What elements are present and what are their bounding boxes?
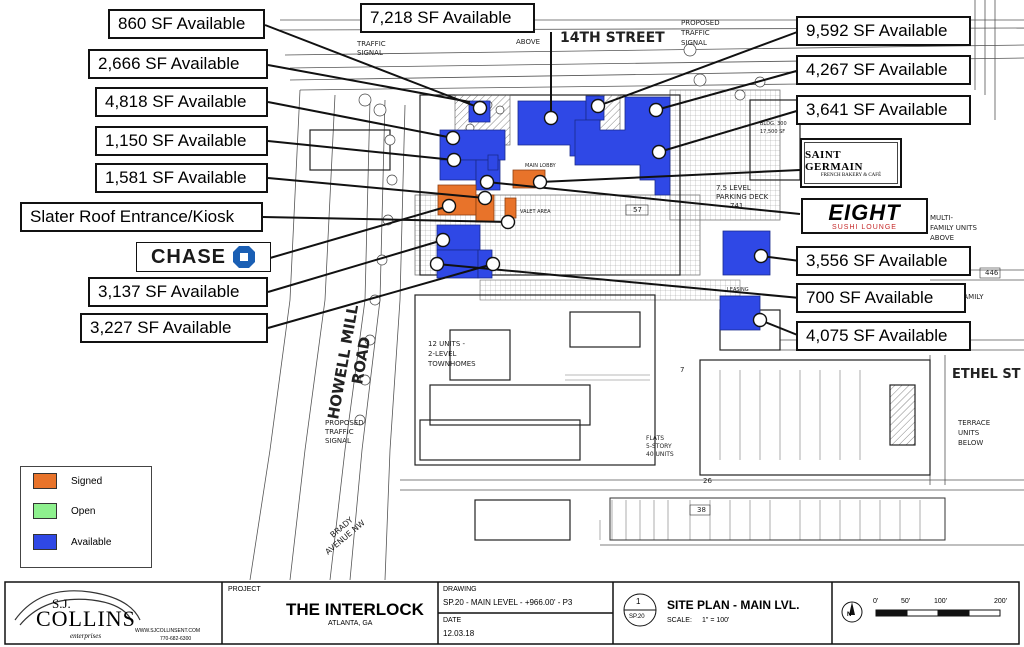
label-leasing: LEASING — [727, 287, 749, 293]
company-phone: 770-682-6300 — [160, 636, 192, 642]
svg-text:TRAFFIC: TRAFFIC — [324, 428, 354, 436]
svg-text:40 UNITS: 40 UNITS — [646, 451, 674, 458]
svg-text:PROPOSED: PROPOSED — [681, 19, 720, 27]
eight-logo-tagline: SUSHI LOUNGE — [832, 223, 897, 231]
company-name: COLLINS — [36, 606, 136, 631]
sheet-id: SP.20 — [629, 614, 645, 620]
label-family: FAMILY — [960, 293, 984, 301]
north-arrow-icon: N — [847, 612, 852, 618]
legend-open-swatch — [33, 503, 57, 519]
label-446: 446 — [985, 269, 999, 277]
saint-germain-name: SAINT GERMAIN — [805, 148, 863, 173]
sheet-number: 1 — [636, 597, 641, 606]
company-initials: S.J. — [52, 596, 71, 611]
svg-text:2-LEVEL: 2-LEVEL — [428, 350, 457, 358]
legend: Signed Open Available — [20, 466, 152, 568]
legend-available-label: Available — [71, 536, 112, 548]
callout-4818-sf: 4,818 SF Available — [95, 87, 268, 117]
callout-860-sf: 860 SF Available — [108, 9, 265, 39]
label-38: 38 — [697, 506, 706, 514]
legend-signed-label: Signed — [71, 475, 103, 487]
scale-bar-50: 50' — [901, 598, 911, 605]
svg-text:ABOVE: ABOVE — [930, 234, 954, 242]
svg-text:TERRACE: TERRACE — [957, 419, 990, 427]
callout-3641-sf: 3,641 SF Available — [796, 95, 971, 125]
label-57: 57 — [633, 206, 642, 214]
svg-text:SIGNAL: SIGNAL — [357, 49, 383, 57]
eight-sushi-logo: EIGHT SUSHI LOUNGE — [801, 198, 928, 234]
svg-text:BLDG. 300: BLDG. 300 — [760, 121, 787, 127]
callout-3227-sf: 3,227 SF Available — [80, 313, 268, 343]
date-value: 12.03.18 — [443, 629, 475, 638]
eight-logo-text: EIGHT — [828, 199, 901, 225]
scale-bar-200: 200' — [994, 598, 1008, 605]
legend-available-swatch — [33, 534, 57, 550]
legend-available: Available — [33, 534, 111, 550]
label-deck-741: 741 — [730, 202, 743, 210]
chase-logo-text: CHASE — [150, 245, 226, 268]
label-above: ABOVE — [516, 38, 540, 46]
svg-text:12 UNITS -: 12 UNITS - — [428, 340, 466, 348]
saint-germain-tagline: FRENCH BAKERY & CAFÉ — [820, 172, 882, 178]
legend-signed-swatch — [33, 473, 57, 489]
legend-open: Open — [33, 503, 95, 519]
svg-text:17,500 SF: 17,500 SF — [760, 129, 785, 135]
svg-text:FAMILY UNITS: FAMILY UNITS — [930, 224, 977, 232]
callout-2666-sf: 2,666 SF Available — [88, 49, 268, 79]
company-website: WWW.SJCOLLINSENT.COM — [135, 628, 201, 634]
label-7: 7 — [680, 366, 684, 374]
scale-bar-0: 0' — [873, 598, 879, 605]
svg-text:MULTI-: MULTI- — [930, 214, 953, 222]
callout-3556-sf: 3,556 SF Available — [796, 246, 971, 276]
project-city: ATLANTA, GA — [328, 620, 373, 627]
svg-text:SIGNAL: SIGNAL — [325, 437, 351, 445]
callout-7218-sf: 7,218 SF Available — [360, 3, 535, 33]
svg-text:5-STORY: 5-STORY — [646, 443, 672, 450]
svg-text:FLATS: FLATS — [646, 435, 664, 442]
svg-text:TRAFFIC: TRAFFIC — [680, 29, 710, 37]
drawing-value: SP.20 - MAIN LEVEL - +966.00' - P3 — [443, 598, 573, 607]
sheet-title: SITE PLAN - MAIN LVL. — [667, 598, 800, 612]
callout-4075-sf: 4,075 SF Available — [796, 321, 971, 351]
svg-text:TRAFFIC: TRAFFIC — [356, 40, 386, 48]
label-valet: VALET AREA — [520, 209, 551, 215]
legend-signed: Signed — [33, 473, 102, 489]
chase-octagon-icon — [233, 246, 255, 268]
svg-text:PROPOSED: PROPOSED — [325, 419, 364, 427]
project-label: PROJECT — [228, 586, 261, 593]
label-26: 26 — [703, 477, 712, 485]
svg-text:PARKING DECK: PARKING DECK — [716, 193, 769, 201]
scale-value: 1" = 100' — [702, 617, 730, 624]
callout-slater-roof-kiosk: Slater Roof Entrance/Kiosk — [20, 202, 263, 232]
label-ethel: ETHEL ST — [952, 367, 1021, 382]
legend-open-label: Open — [71, 505, 96, 517]
company-sub: enterprises — [70, 632, 102, 640]
drawing-label: DRAWING — [443, 586, 477, 593]
label-main-lobby: MAIN LOBBY — [525, 163, 557, 169]
callout-3137-sf: 3,137 SF Available — [88, 277, 268, 307]
callout-9592-sf: 9,592 SF Available — [796, 16, 971, 46]
project-name: THE INTERLOCK — [286, 600, 424, 619]
label-14th-street: 14TH STREET — [560, 30, 665, 46]
svg-text:TOWNHOMES: TOWNHOMES — [427, 360, 476, 368]
scale-label: SCALE: — [667, 617, 692, 624]
callout-700-sf: 700 SF Available — [796, 283, 966, 313]
svg-text:BELOW: BELOW — [958, 439, 983, 447]
chase-logo: CHASE — [136, 242, 271, 272]
callout-1581-sf: 1,581 SF Available — [95, 163, 268, 193]
callout-1150-sf: 1,150 SF Available — [95, 126, 268, 156]
scale-bar-100: 100' — [934, 598, 948, 605]
svg-text:UNITS: UNITS — [958, 429, 980, 437]
saint-germain-logo: SAINT GERMAIN FRENCH BAKERY & CAFÉ — [800, 138, 902, 188]
svg-text:7.5 LEVEL: 7.5 LEVEL — [716, 184, 751, 192]
callout-4267-sf: 4,267 SF Available — [796, 55, 971, 85]
date-label: DATE — [443, 617, 462, 624]
svg-text:SIGNAL: SIGNAL — [681, 39, 707, 47]
